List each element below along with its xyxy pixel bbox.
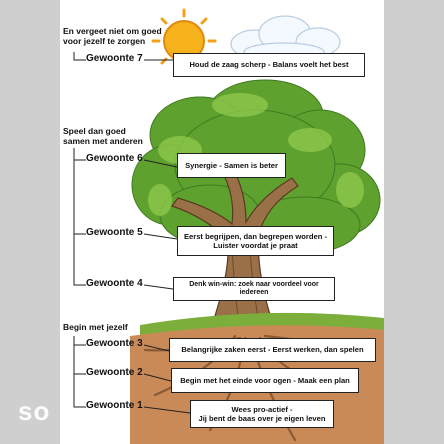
habit-box-2-line-1: Begin met het einde voor ogen - Maak een… (180, 375, 350, 385)
habit-label-7: Gewoonte 7 (86, 53, 143, 64)
left-margin (0, 0, 60, 444)
connector-lines (73, 52, 191, 414)
habit-box-7-line-1: Houd de zaag scherp - Balans voelt het b… (189, 60, 349, 70)
habit-box-5-line-1: Eerst begrijpen, dan begrepen worden - (183, 231, 328, 241)
habit-label-6: Gewoonte 6 (86, 153, 143, 164)
habit-box-3-line-1: Belangrijke zaken eerst - Eerst werken, … (181, 345, 364, 355)
habit-box-7: Houd de zaag scherp - Balans voelt het b… (173, 53, 365, 77)
habit-box-1-line-2: Jij bent de baas over je eigen leven (198, 414, 326, 423)
habit-box-1-line-1: Wees pro-actief - (231, 404, 293, 414)
section-heading-middle: Speel dan goed samen met anderen (63, 126, 143, 147)
diagram-panel: En vergeet niet om goed voor jezelf te z… (60, 0, 384, 444)
habit-box-5: Eerst begrijpen, dan begrepen worden - L… (177, 226, 334, 256)
habit-box-6-line-1: Synergie - Samen is beter (185, 160, 278, 170)
habit-label-1: Gewoonte 1 (86, 400, 143, 411)
habit-label-3: Gewoonte 3 (86, 338, 143, 349)
habit-label-4: Gewoonte 4 (86, 278, 143, 289)
habit-box-5-line-2: Luister voordat je praat (213, 241, 298, 250)
section-heading-top-line-2: voor jezelf te zorgen (63, 35, 146, 46)
habit-box-2: Begin met het einde voor ogen - Maak een… (171, 368, 359, 393)
habit-label-2: Gewoonte 2 (86, 367, 143, 378)
habit-box-3: Belangrijke zaken eerst - Eerst werken, … (169, 338, 376, 362)
section-heading-top-line-1: En vergeet niet om goed (63, 26, 162, 36)
section-heading-middle-line-1: Speel dan goed (63, 126, 126, 136)
habit-box-6: Synergie - Samen is beter (177, 153, 286, 178)
watermark: so (18, 396, 51, 426)
right-margin (384, 0, 444, 444)
habit-box-4: Denk win-win: zoek naar voordeel voor ie… (173, 277, 335, 301)
section-heading-bottom: Begin met jezelf (63, 322, 128, 333)
habit-label-5: Gewoonte 5 (86, 227, 143, 238)
section-heading-bottom-line-1: Begin met jezelf (63, 322, 128, 332)
section-heading-top: En vergeet niet om goed voor jezelf te z… (63, 26, 162, 47)
habit-box-1: Wees pro-actief - Jij bent de baas over … (190, 400, 334, 428)
habit-box-4-line-1: Denk win-win: zoek naar voordeel voor ie… (189, 280, 319, 296)
section-heading-middle-line-2: samen met anderen (63, 135, 143, 146)
